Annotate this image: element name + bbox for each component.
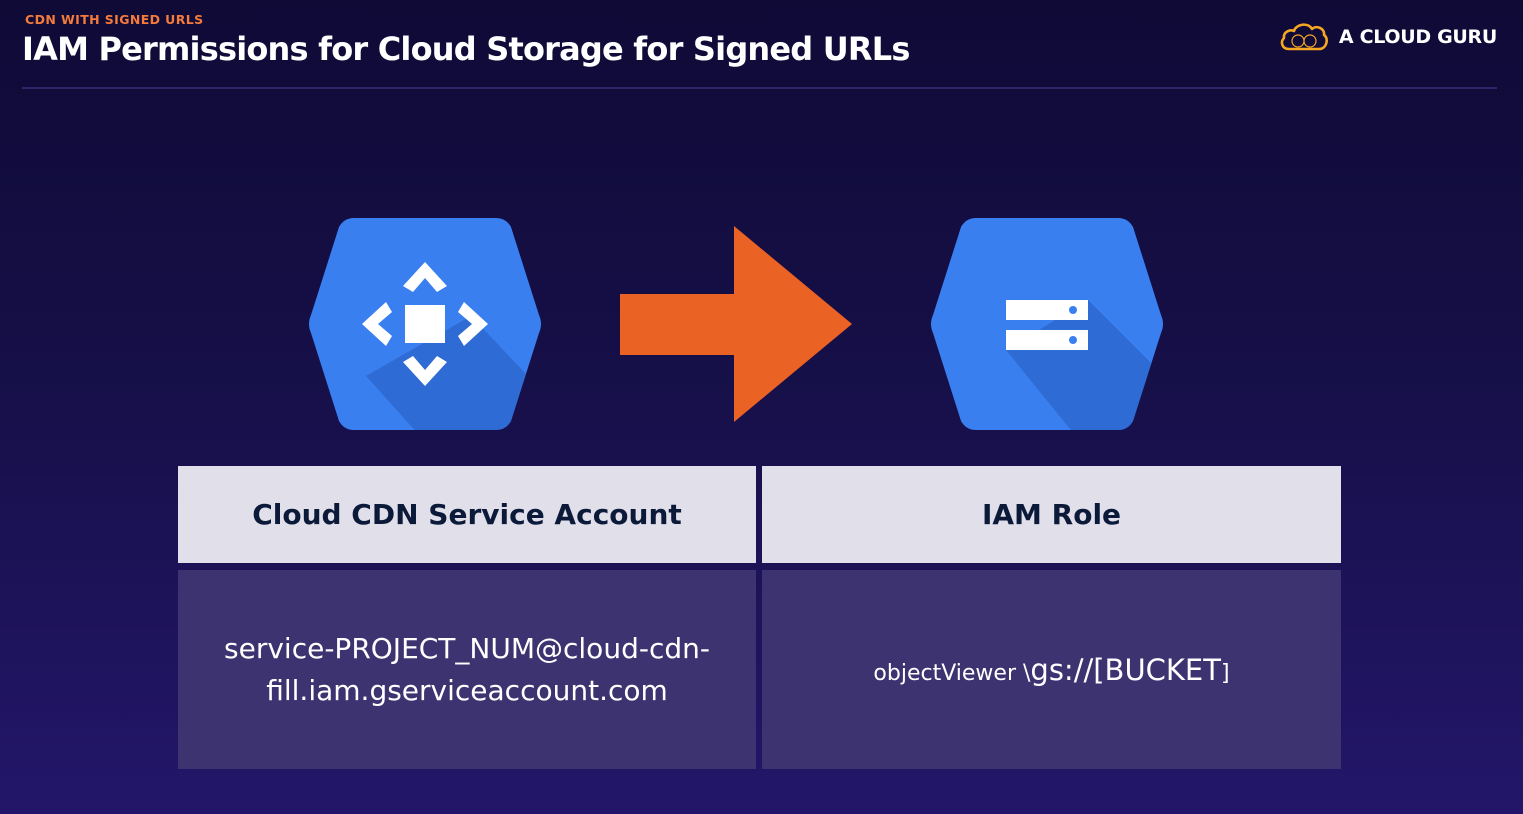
- cloud-storage-icon: [931, 218, 1163, 430]
- service-account-email-line1: service-PROJECT_NUM@cloud-cdn-: [224, 631, 710, 665]
- service-account-email: service-PROJECT_NUM@cloud-cdn- fill.iam.…: [204, 628, 730, 712]
- permissions-table: Cloud CDN Service Account IAM Role servi…: [178, 466, 1341, 769]
- brand-logo: A CLOUD GURU: [1279, 22, 1497, 52]
- section-eyebrow: CDN WITH SIGNED URLS: [25, 12, 204, 27]
- header-divider: [22, 87, 1497, 89]
- iam-role-value: objectViewer \gs://[BUCKET]: [873, 653, 1229, 687]
- service-account-email-line2: fill.iam.gserviceaccount.com: [266, 673, 668, 707]
- iam-role-prefix: objectViewer \: [873, 660, 1031, 686]
- header-iam-role: IAM Role: [762, 466, 1341, 563]
- brand-name: A CLOUD GURU: [1338, 26, 1497, 48]
- iam-role-bucket: gs://[BUCKET: [1030, 652, 1221, 687]
- slide-title: IAM Permissions for Cloud Storage for Si…: [22, 30, 910, 68]
- iam-role-suffix: ]: [1220, 660, 1230, 686]
- cloud-cdn-icon: [309, 218, 541, 430]
- iam-role-cell: objectViewer \gs://[BUCKET]: [762, 570, 1341, 769]
- arrow-right-icon: [620, 226, 852, 422]
- header-service-account: Cloud CDN Service Account: [178, 466, 756, 563]
- cloud-icon: [1280, 23, 1328, 51]
- service-account-cell: service-PROJECT_NUM@cloud-cdn- fill.iam.…: [178, 570, 756, 769]
